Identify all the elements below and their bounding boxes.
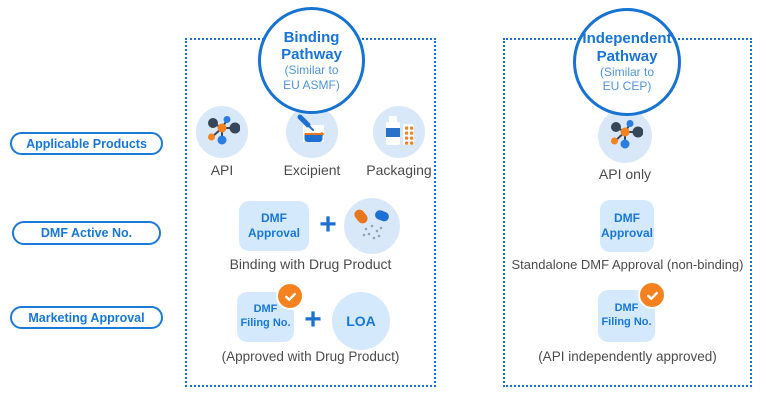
- excipient-icon-circle: [286, 106, 338, 158]
- molecule-icon: [607, 116, 644, 157]
- packaging-icon-circle: [373, 106, 425, 158]
- api-label: API: [210, 162, 234, 178]
- binding-title-line1: Binding: [283, 28, 340, 46]
- dmf-filing-line1: DMF: [614, 302, 639, 315]
- independent-subtitle-line2: EU CEP): [602, 79, 652, 94]
- dmf-approval-line2: Approval: [247, 226, 300, 240]
- row-label-dmf-active-no: DMF Active No.: [12, 221, 161, 245]
- excipient-label: Excipient: [283, 162, 341, 178]
- dmf-filing-line1: DMF: [253, 303, 278, 316]
- independent-title-line1: Independent: [582, 30, 672, 48]
- dmf-approval-line2: Approval: [600, 226, 653, 240]
- bottle-blister-icon: [381, 112, 417, 153]
- dmf-approval-line1: DMF: [261, 211, 287, 225]
- check-badge-icon: [638, 281, 666, 309]
- independent-title-line2: Pathway: [596, 47, 658, 65]
- independent-dmf-active-caption: Standalone DMF Approval (non-binding): [511, 257, 744, 272]
- api-icon-circle: [196, 106, 248, 158]
- binding-title-line2: Pathway: [281, 46, 342, 64]
- dmf-approval-box: DMF Approval: [600, 200, 654, 252]
- binding-pathway-header: Binding Pathway (Similar to EU ASMF): [258, 7, 365, 114]
- dmf-filing-line2: Filing No.: [601, 316, 652, 328]
- independent-marketing-caption: (API independently approved): [538, 349, 717, 364]
- check-badge-icon: [276, 282, 304, 310]
- capsule-icon: [352, 204, 392, 249]
- drug-product-icon-circle: [344, 198, 400, 254]
- dropper-beaker-icon: [294, 112, 330, 153]
- independent-pathway-header: Independent Pathway (Similar to EU CEP): [573, 8, 681, 116]
- binding-marketing-caption: (Approved with Drug Product): [221, 349, 400, 364]
- binding-subtitle-line2: EU ASMF): [283, 77, 340, 92]
- dmf-filing-line2: Filing No.: [240, 317, 291, 329]
- binding-subtitle-line1: (Similar to: [284, 63, 339, 78]
- api-only-icon-circle: [598, 109, 652, 163]
- row-label-marketing-approval: Marketing Approval: [10, 306, 163, 329]
- plus-sign: +: [319, 208, 337, 241]
- dmf-approval-box: DMF Approval: [239, 201, 309, 251]
- independent-subtitle-line1: (Similar to: [599, 64, 654, 79]
- plus-sign: +: [304, 303, 322, 336]
- dmf-approval-line1: DMF: [614, 211, 640, 225]
- molecule-icon: [204, 112, 241, 153]
- binding-dmf-active-caption: Binding with Drug Product: [229, 256, 392, 272]
- api-only-label: API only: [598, 166, 652, 182]
- packaging-label: Packaging: [366, 162, 432, 178]
- loa-circle: LOA: [332, 292, 390, 350]
- row-label-applicable-products: Applicable Products: [10, 132, 163, 155]
